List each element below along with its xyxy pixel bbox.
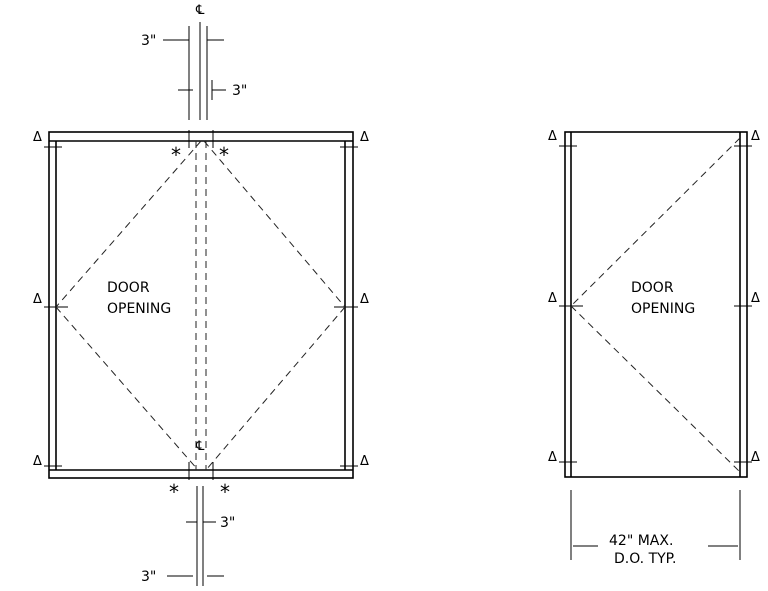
star-top-left: * xyxy=(171,143,181,167)
centerline-symbol-bottom: ℄ xyxy=(195,439,205,454)
door-opening-label-left-line2: OPENING xyxy=(107,301,171,317)
centerline-symbol-top: ℄ xyxy=(195,3,205,18)
delta-right-middle: Δ xyxy=(360,292,369,307)
delta-left-top: Δ xyxy=(33,130,42,145)
dim-3in-bottom-left: 3" xyxy=(141,569,156,585)
delta-left-bottom: Δ xyxy=(33,454,42,469)
delta-right-bottom: Δ xyxy=(360,454,369,469)
max-width-label-line2: D.O. TYP. xyxy=(614,551,676,567)
star-bottom-right: * xyxy=(220,480,230,504)
delta-single-right-middle: Δ xyxy=(751,291,760,306)
door-opening-label-right-line2: OPENING xyxy=(631,301,695,317)
max-width-dimension: 42" MAX. D.O. TYP. xyxy=(570,490,741,567)
delta-single-right-bottom: Δ xyxy=(751,450,760,465)
double-door-deltas: Δ Δ Δ Δ Δ Δ xyxy=(33,130,369,469)
dim-3in-bottom-right: 3" xyxy=(220,515,235,531)
delta-single-right-top: Δ xyxy=(751,129,760,144)
double-door-swing-lines xyxy=(55,140,346,471)
double-door-hinge-ticks xyxy=(44,130,358,480)
single-door-swing-lines xyxy=(570,137,741,473)
door-opening-label-left-line1: DOOR xyxy=(107,280,150,296)
bottom-dimension-group: ℄ 3" 3" xyxy=(141,439,235,586)
delta-right-top: Δ xyxy=(360,130,369,145)
top-dimension-group: ℄ 3" 3" xyxy=(141,3,247,120)
dim-3in-top-left: 3" xyxy=(141,33,156,49)
delta-single-left-middle: Δ xyxy=(548,291,557,306)
delta-single-left-bottom: Δ xyxy=(548,450,557,465)
max-width-label-line1: 42" MAX. xyxy=(609,533,673,549)
double-door-star-marks: * * * * xyxy=(169,143,230,504)
double-door-frame xyxy=(48,131,354,479)
star-bottom-left: * xyxy=(169,480,179,504)
door-opening-label-right-line1: DOOR xyxy=(631,280,674,296)
star-top-right: * xyxy=(219,143,229,167)
delta-single-left-top: Δ xyxy=(548,129,557,144)
single-door-frame xyxy=(564,131,748,478)
delta-left-middle: Δ xyxy=(33,292,42,307)
dim-3in-top-right: 3" xyxy=(232,83,247,99)
single-door-deltas: Δ Δ Δ Δ Δ Δ xyxy=(548,129,760,465)
